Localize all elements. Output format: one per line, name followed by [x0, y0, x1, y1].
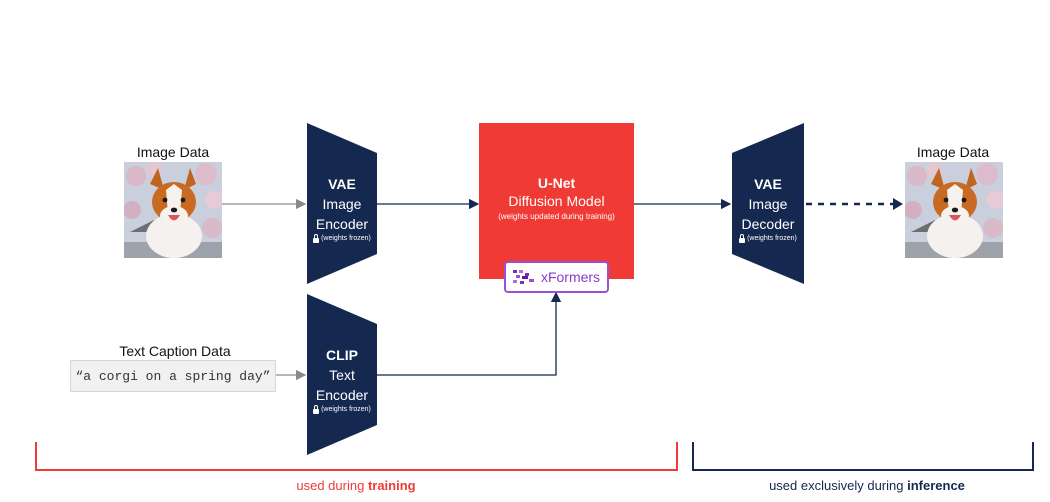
input-corgi-image: [124, 162, 222, 258]
xformers-label: xFormers: [540, 269, 601, 285]
vae-encoder-title: VAE: [328, 176, 356, 192]
unet-title: U-Net: [537, 175, 576, 191]
vae-encoder-shape: [307, 123, 377, 284]
inference-bracket: [692, 442, 1034, 471]
clip-encoder-label: CLIP Text Encoder (weights frozen): [307, 345, 377, 415]
lock-icon: [313, 234, 320, 243]
vae-decoder-line3: Decoder: [741, 216, 795, 232]
inference-caption-prefix: used exclusively during: [769, 478, 908, 493]
vae-encoder-label: VAE Image Encoder (weights frozen): [307, 174, 377, 244]
lock-icon: [739, 234, 746, 243]
arrow-clip-to-unet: [377, 291, 562, 376]
inference-caption: used exclusively during inference: [742, 478, 992, 493]
unet-note: (weights updated during training): [498, 212, 615, 221]
clip-encoder-title: CLIP: [326, 347, 358, 363]
vae-encoder-line2: Image: [322, 196, 362, 212]
training-caption-bold: training: [367, 478, 416, 493]
vae-encoder-note: (weights frozen): [321, 235, 371, 242]
output-image-label: Image Data: [916, 144, 990, 160]
clip-encoder-shape: [307, 294, 377, 455]
vae-decoder-title: VAE: [754, 176, 782, 192]
output-corgi-image: [905, 162, 1003, 258]
clip-encoder-line2: Text: [329, 367, 355, 383]
unet-subtitle: Diffusion Model: [508, 193, 605, 209]
training-caption-prefix: used during: [296, 478, 368, 493]
vae-decoder-line2: Image: [748, 196, 788, 212]
vae-decoder-shape: [732, 123, 804, 284]
text-caption-label: Text Caption Data: [119, 343, 231, 359]
training-caption: used during training: [256, 478, 456, 493]
vae-decoder-label: VAE Image Decoder (weights frozen): [732, 174, 804, 244]
xformers-badge: xFormers: [504, 261, 609, 293]
xformers-logo-icon: [512, 270, 534, 284]
clip-encoder-line3: Encoder: [315, 387, 369, 403]
clip-encoder-note: (weights frozen): [321, 406, 371, 413]
vae-decoder-note: (weights frozen): [747, 235, 797, 242]
vae-encoder-line3: Encoder: [315, 216, 369, 232]
unet-box: U-Net Diffusion Model (weights updated d…: [479, 123, 634, 279]
caption-text: “a corgi on a spring day”: [75, 368, 271, 384]
input-image-label: Image Data: [136, 144, 210, 160]
caption-box: “a corgi on a spring day”: [70, 360, 276, 392]
lock-icon: [313, 405, 320, 414]
inference-caption-bold: inference: [907, 478, 965, 493]
training-bracket: [35, 442, 678, 471]
